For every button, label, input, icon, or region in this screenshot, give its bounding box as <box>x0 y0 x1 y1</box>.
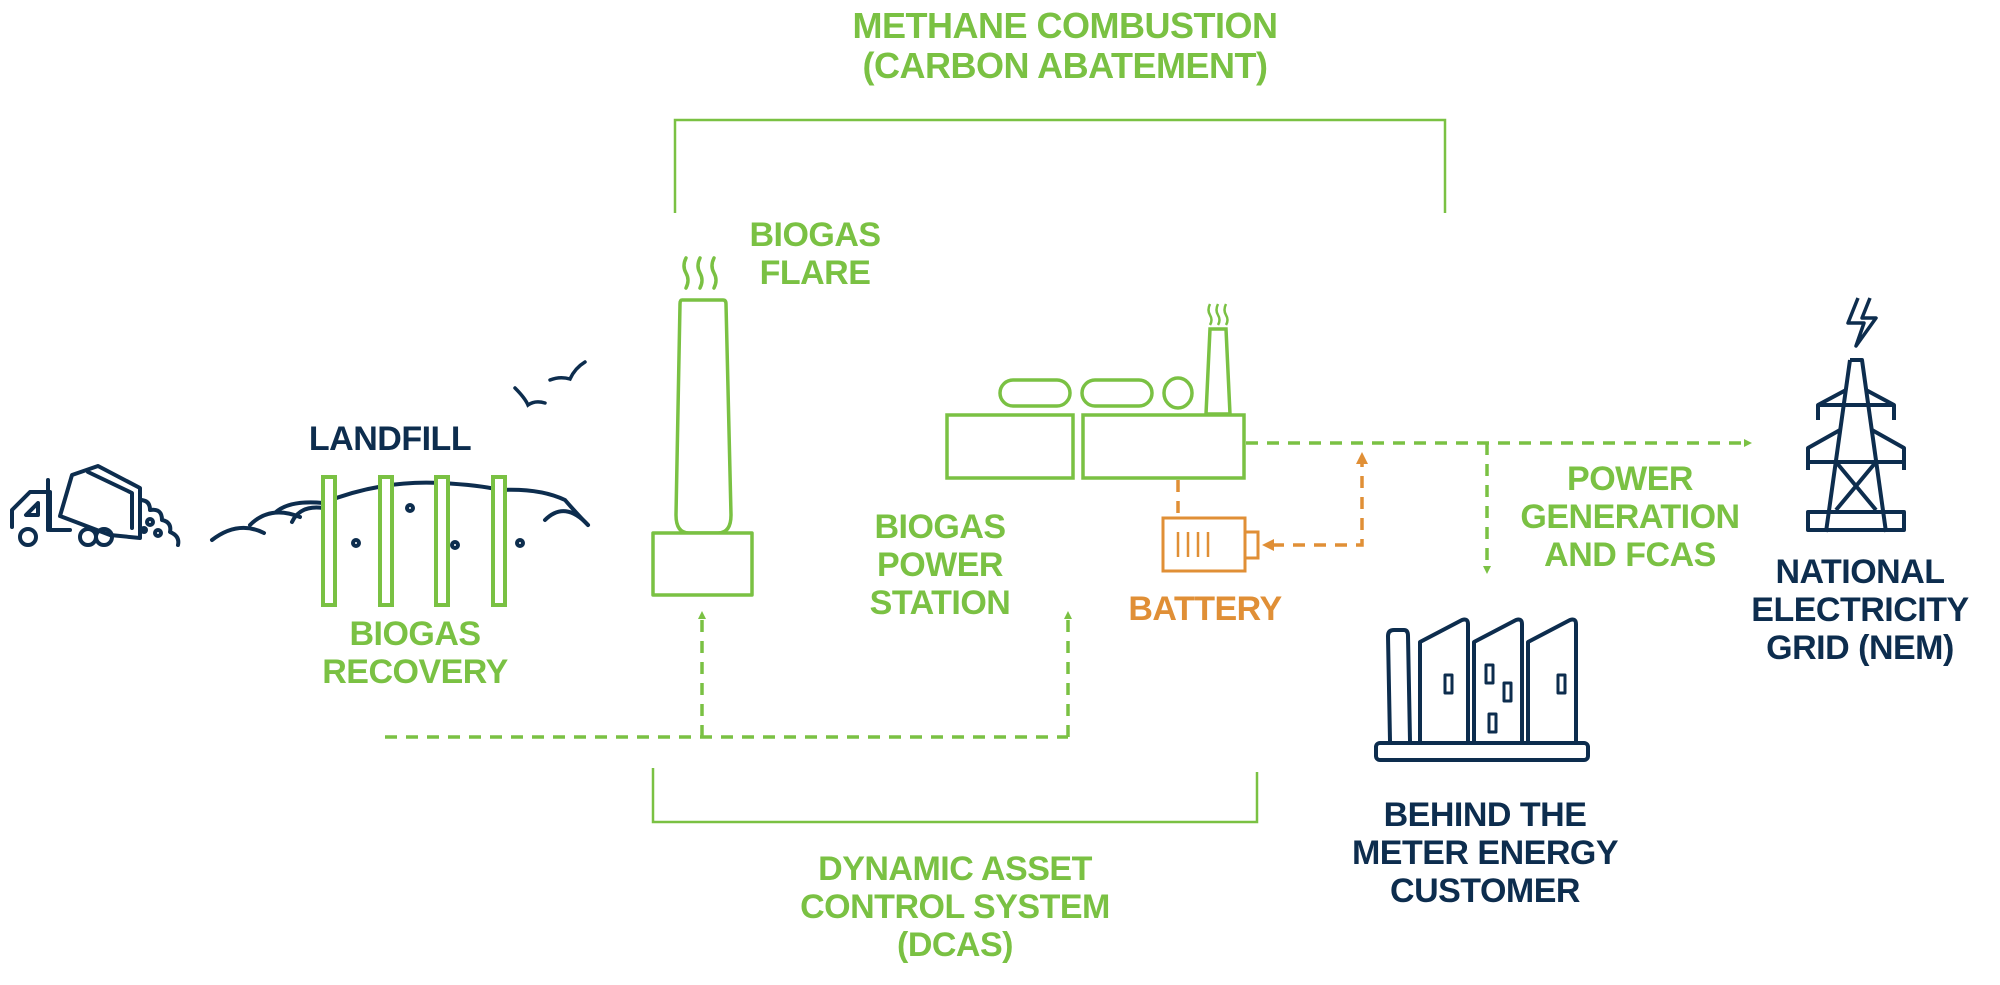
label-line: STATION <box>869 584 1011 623</box>
label-line: BIOGAS <box>349 615 481 653</box>
biogas-power-station-label: BIOGAS POWER STATION <box>850 508 1030 622</box>
buildings-icon <box>1374 617 1590 762</box>
label-line: ELECTRICITY <box>1751 591 1969 630</box>
label-line: (CARBON ABATEMENT) <box>862 45 1268 87</box>
garbage-truck-icon <box>10 464 181 547</box>
flare-smoke-icon <box>682 256 718 290</box>
biogas-wells-icon <box>321 475 507 607</box>
dcas-label: DYNAMIC ASSET CONTROL SYSTEM (DCAS) <box>780 850 1130 964</box>
birds-icon <box>513 360 587 408</box>
battery-icon <box>1161 516 1260 573</box>
national-grid-label: NATIONAL ELECTRICITY GRID (NEM) <box>1730 553 1990 667</box>
label-line: CUSTOMER <box>1390 872 1580 911</box>
biogas-recovery-label: BIOGAS RECOVERY <box>300 615 530 691</box>
landfill-mound-icon <box>210 480 590 550</box>
methane-combustion-bracket <box>673 118 1447 213</box>
label-line: (DCAS) <box>897 926 1013 965</box>
label-line: NATIONAL <box>1775 553 1945 591</box>
label-line: BIOGAS <box>749 216 881 254</box>
label-line: METER ENERGY <box>1351 834 1619 873</box>
behind-meter-label: BEHIND THE METER ENERGY CUSTOMER <box>1335 796 1635 910</box>
flare-stack-icon <box>651 298 754 597</box>
battery-arrow-left <box>1262 539 1274 551</box>
label-line: DYNAMIC ASSET <box>818 850 1092 888</box>
label-line: RECOVERY <box>322 653 508 692</box>
label-line: POWER <box>1567 460 1693 498</box>
label-line: POWER <box>877 546 1003 585</box>
label-line: AND FCAS <box>1544 536 1716 575</box>
landfill-label: LANDFILL <box>300 420 480 458</box>
methane-combustion-label: METHANE COMBUSTION (CARBON ABATEMENT) <box>815 5 1315 87</box>
label-line: LANDFILL <box>308 420 472 458</box>
lightning-bolt-icon <box>1846 297 1878 348</box>
label-line: GENERATION <box>1520 498 1740 537</box>
battery-label: BATTERY <box>1110 590 1300 628</box>
label-line: BIOGAS <box>874 508 1006 546</box>
label-line: CONTROL SYSTEM <box>800 888 1110 927</box>
battery-arrow-up <box>1356 452 1368 464</box>
power-generation-label: POWER GENERATION AND FCAS <box>1505 460 1755 574</box>
power-station-icon <box>945 327 1246 480</box>
flow-lines <box>385 439 1752 739</box>
biogas-flare-label: BIOGAS FLARE <box>735 216 895 292</box>
power-station-smoke-icon <box>1207 303 1229 326</box>
transmission-tower-icon <box>1806 358 1906 533</box>
label-line: BATTERY <box>1128 590 1282 628</box>
label-line: METHANE COMBUSTION <box>852 5 1279 46</box>
label-line: FLARE <box>759 254 871 293</box>
label-line: GRID (NEM) <box>1766 629 1954 668</box>
dcas-bracket <box>651 768 1259 824</box>
flow-battery-link <box>1272 462 1364 547</box>
label-line: BEHIND THE <box>1383 796 1587 834</box>
battery-flows <box>1176 462 1364 547</box>
